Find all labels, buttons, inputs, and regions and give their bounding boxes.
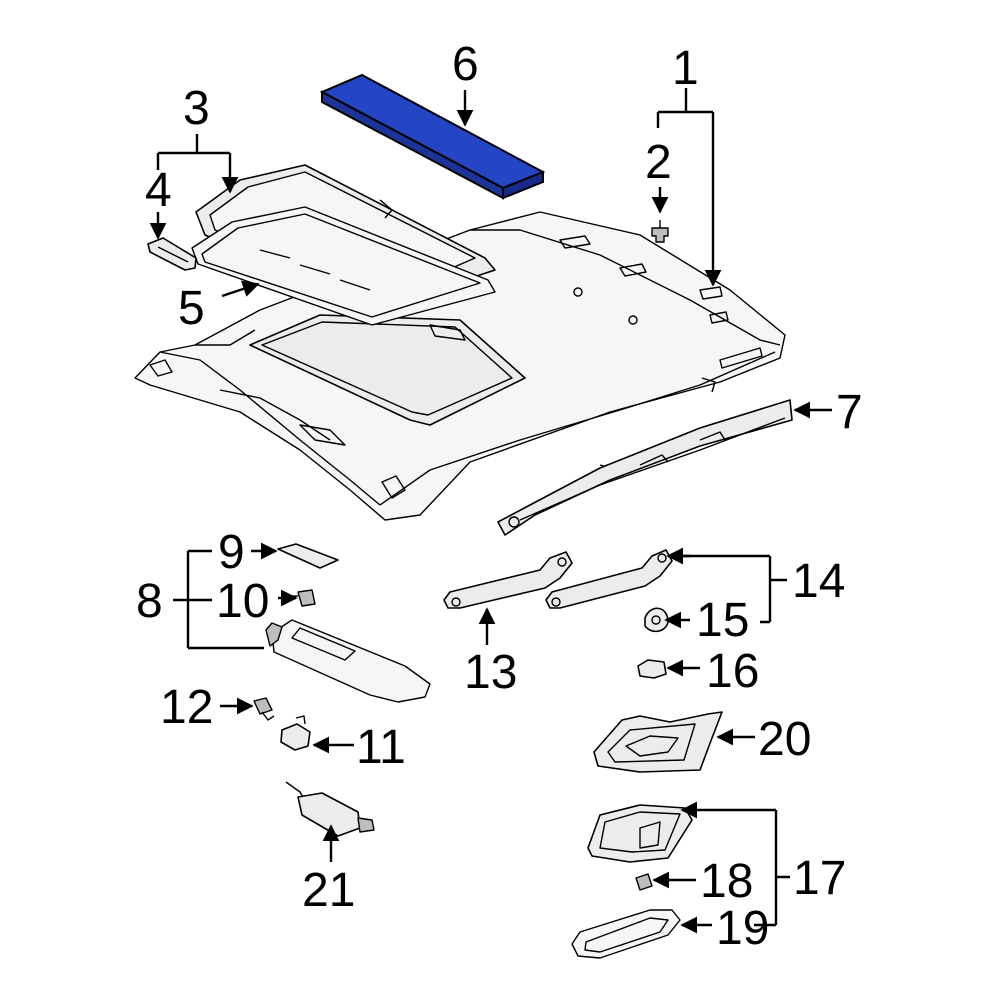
callout-18: 18 bbox=[700, 855, 753, 908]
callout-17: 17 bbox=[793, 852, 846, 905]
callout-12: 12 bbox=[160, 681, 213, 734]
callout-1: 1 bbox=[672, 42, 699, 95]
callout-7: 7 bbox=[836, 386, 863, 439]
dome-lamp-part[interactable] bbox=[587, 804, 693, 863]
leader-lines bbox=[149, 88, 832, 934]
grip-cover-part[interactable] bbox=[644, 607, 669, 633]
callout-numbers: 1 2 3 4 5 6 7 8 9 10 11 12 13 14 15 16 1… bbox=[136, 38, 863, 955]
sunshade-panel-part[interactable] bbox=[319, 73, 546, 200]
callout-16: 16 bbox=[706, 645, 759, 698]
visor-holder-part[interactable] bbox=[280, 715, 311, 751]
visor-screw-part[interactable] bbox=[253, 697, 275, 721]
side-rail-part[interactable] bbox=[497, 399, 793, 536]
callout-11: 11 bbox=[356, 721, 406, 774]
wiring-harness-part[interactable] bbox=[285, 781, 375, 837]
grip-cap-part[interactable] bbox=[637, 659, 667, 679]
visor-mirror-cover-part[interactable] bbox=[277, 543, 339, 569]
callout-6: 6 bbox=[452, 38, 479, 91]
callout-5: 5 bbox=[178, 282, 205, 335]
callout-13: 13 bbox=[464, 646, 517, 699]
callout-15: 15 bbox=[696, 594, 749, 647]
callout-10: 10 bbox=[216, 575, 269, 628]
deflector-part[interactable] bbox=[147, 237, 197, 271]
callout-21: 21 bbox=[302, 864, 355, 917]
sun-visor-part[interactable] bbox=[265, 619, 431, 703]
callout-9: 9 bbox=[218, 526, 245, 579]
overhead-console-part[interactable] bbox=[593, 711, 723, 773]
lamp-lens-part[interactable] bbox=[571, 909, 681, 959]
callout-8: 8 bbox=[136, 575, 163, 628]
callout-20: 20 bbox=[758, 713, 811, 766]
headliner-part[interactable] bbox=[134, 211, 786, 521]
sunroof-seal-part[interactable] bbox=[191, 206, 496, 326]
callout-3: 3 bbox=[183, 82, 210, 135]
callout-4: 4 bbox=[145, 164, 172, 217]
assist-grip-part[interactable] bbox=[443, 551, 573, 609]
callout-2: 2 bbox=[645, 136, 672, 189]
lamp-bulb-part[interactable] bbox=[635, 873, 653, 891]
retainer-clip-part[interactable] bbox=[651, 220, 669, 243]
callout-19: 19 bbox=[716, 902, 769, 955]
callout-14: 14 bbox=[792, 555, 845, 608]
